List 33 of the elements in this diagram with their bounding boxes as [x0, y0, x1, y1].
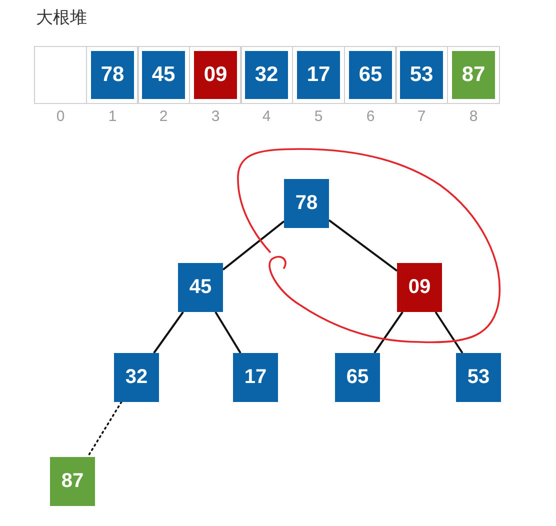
index-label: 0	[56, 108, 65, 126]
index-label: 2	[159, 108, 168, 126]
index-label: 5	[314, 108, 323, 126]
array-cell: 87	[447, 46, 500, 104]
array-cell: 53	[395, 46, 448, 104]
tree-edge	[374, 311, 404, 354]
title: 大根堆	[36, 7, 87, 29]
tree-edge	[222, 220, 285, 270]
array-cell: 09	[189, 46, 242, 104]
tree-edge	[434, 311, 464, 354]
heap-node: 32	[114, 353, 159, 402]
heap-node: 45	[178, 263, 223, 312]
index-label: 8	[469, 108, 478, 126]
heap-node: 17	[233, 353, 278, 402]
heap-node: 65	[335, 353, 380, 402]
index-label: 4	[262, 108, 271, 126]
array-cell: 45	[137, 46, 190, 104]
tree-edge	[153, 311, 184, 354]
dotted-edge	[86, 401, 122, 458]
tree-edge	[214, 311, 242, 354]
heap-node: 87	[50, 457, 95, 506]
array-cell: 32	[240, 46, 293, 104]
index-label: 7	[417, 108, 426, 126]
array-cell: 65	[344, 46, 397, 104]
heap-node: 78	[284, 179, 329, 228]
heap-node: 53	[456, 353, 501, 402]
index-label: 1	[108, 108, 117, 126]
array-cell: 17	[292, 46, 345, 104]
index-label: 6	[366, 108, 375, 126]
tree-edge	[328, 219, 398, 272]
heap-node: 09	[397, 263, 442, 312]
array-cell: 78	[86, 46, 139, 104]
index-label: 3	[211, 108, 220, 126]
